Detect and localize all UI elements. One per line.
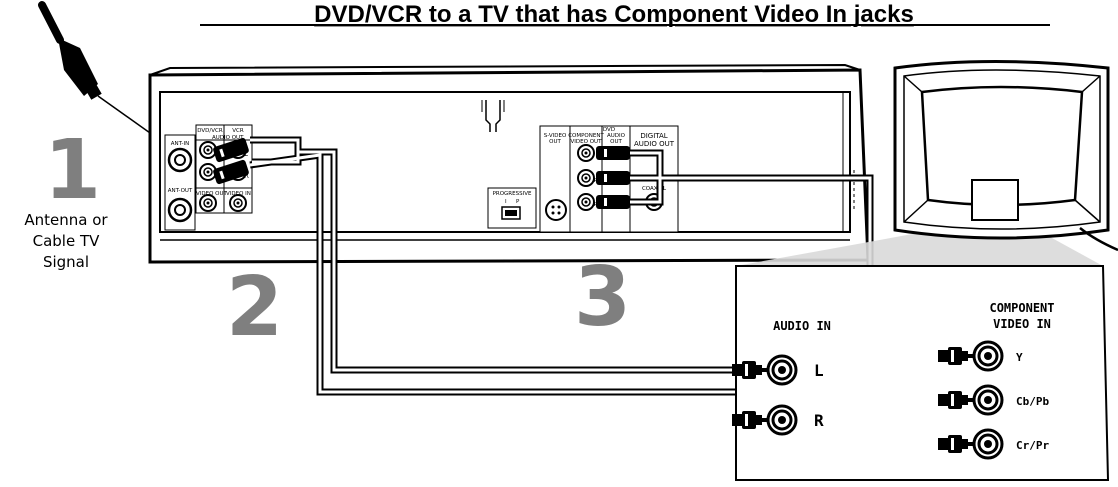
progressive-switch: PROGRESSIVE I P xyxy=(487,187,537,229)
svg-text:Antenna or: Antenna or xyxy=(24,211,108,229)
svg-text:ANT-IN: ANT-IN xyxy=(171,141,189,147)
svg-text:ANT-OUT: ANT-OUT xyxy=(168,188,193,194)
step-number-1: 1 xyxy=(44,123,101,218)
component-cb-label: Cb/Pb xyxy=(1016,395,1049,408)
svg-text:VIDEO IN: VIDEO IN xyxy=(226,191,251,197)
audio-out-plugs xyxy=(213,137,249,185)
component-y-jack xyxy=(972,340,1004,372)
diagram-title: DVD/VCR to a TV that has Component Video… xyxy=(314,1,914,28)
ant-in-jack: ANT-IN ANT-OUT xyxy=(164,134,196,231)
svg-text:VIDEO OUT: VIDEO OUT xyxy=(571,139,603,145)
svg-text:COMPONENT: COMPONENT xyxy=(568,133,604,139)
svg-text:DVD: DVD xyxy=(603,127,615,133)
svg-text:S-VIDEO: S-VIDEO xyxy=(544,133,567,139)
svg-text:P: P xyxy=(516,199,520,205)
svg-text:VIDEO IN: VIDEO IN xyxy=(993,317,1051,331)
audio-in-r-label: R xyxy=(814,411,824,430)
component-cr-label: Cr/Pr xyxy=(1016,439,1049,452)
audio-in-l-label: L xyxy=(814,361,824,380)
svg-text:Signal: Signal xyxy=(43,253,89,271)
antenna-cable xyxy=(38,1,175,151)
svg-text:OUT: OUT xyxy=(610,139,622,145)
svg-text:DVD/VCR: DVD/VCR xyxy=(197,128,223,134)
svg-text:VCR: VCR xyxy=(232,128,244,134)
svg-text:I: I xyxy=(505,199,507,205)
television xyxy=(736,60,1118,266)
svg-text:DIGITAL: DIGITAL xyxy=(640,132,667,140)
svg-text:AUDIO OUT: AUDIO OUT xyxy=(634,140,675,148)
svg-text:AUDIO: AUDIO xyxy=(607,133,626,139)
component-y-label: Y xyxy=(1016,351,1023,364)
svg-text:COAXIAL: COAXIAL xyxy=(642,186,667,192)
dvd-vcr-unit xyxy=(148,63,870,264)
component-cb-jack xyxy=(972,384,1004,416)
step-number-3: 3 xyxy=(574,250,631,345)
svg-text:VIDEO OUT: VIDEO OUT xyxy=(196,191,228,197)
svg-text:PROGRESSIVE: PROGRESSIVE xyxy=(493,191,532,197)
audio-in-l-jack xyxy=(766,354,798,386)
tv-jack-panel: AUDIO IN COMPONENT VIDEO IN L R Y Cb/Pb … xyxy=(735,265,1110,481)
component-video-in-label: COMPONENT xyxy=(989,301,1054,315)
antenna-label: Antenna or Cable TV Signal xyxy=(24,211,108,271)
svg-text:L: L xyxy=(244,150,248,158)
component-out-plugs xyxy=(596,146,630,209)
step-number-2: 2 xyxy=(226,260,283,355)
audio-in-label: AUDIO IN xyxy=(773,319,831,333)
svg-text:OUT: OUT xyxy=(549,139,561,145)
svg-text:R: R xyxy=(244,172,249,180)
component-cr-jack xyxy=(972,428,1004,460)
svg-text:Cable TV: Cable TV xyxy=(33,232,101,250)
audio-in-r-jack xyxy=(766,404,798,436)
svg-text:AUDIO OUT: AUDIO OUT xyxy=(212,135,244,141)
